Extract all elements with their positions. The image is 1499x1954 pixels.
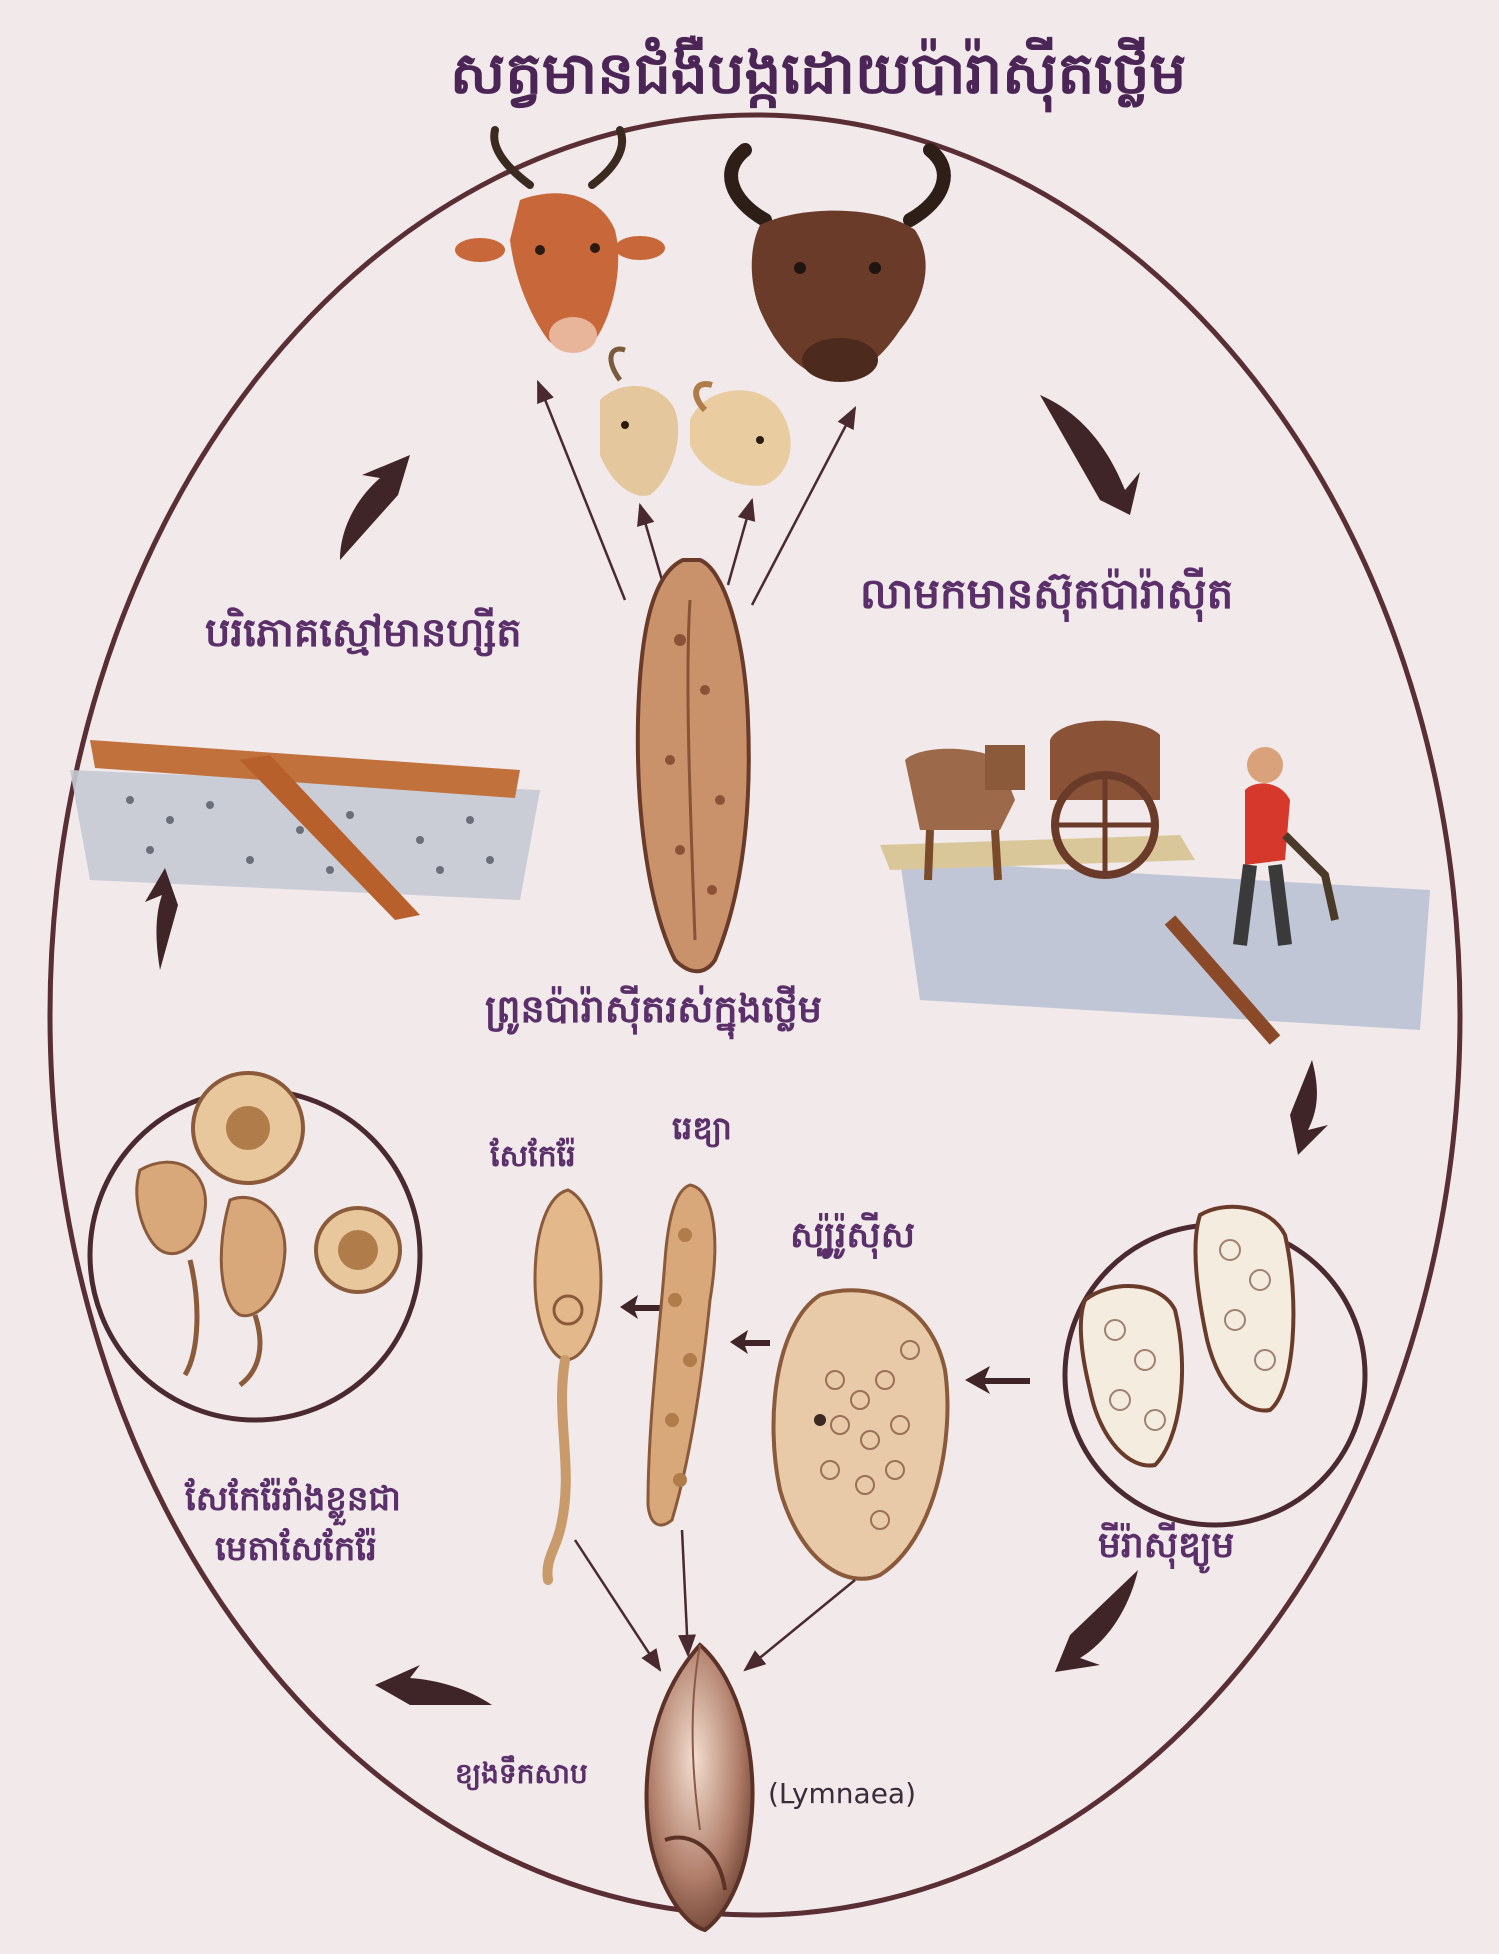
fluke-to-goat-arrow xyxy=(640,505,662,580)
grass-icon xyxy=(70,740,540,920)
label-eggs-in-feces: លាមកមានស៊ុតប៉ារ៉ាស៊ីត xyxy=(860,570,1233,618)
sheep-icon xyxy=(690,384,791,486)
label-sporocyst: ស្ប៉ូរ៉ូស៊ីស xyxy=(790,1215,915,1256)
cycle-arrow-4 xyxy=(375,1665,492,1705)
sporocyst-to-snail-arrow xyxy=(745,1580,855,1670)
flow-arrow-sporocyst-redia xyxy=(730,1330,770,1354)
flow-arrow-miracidium-sporocyst xyxy=(965,1366,1030,1394)
label-redia: រេឌ្យា xyxy=(672,1110,732,1147)
redia-icon xyxy=(648,1185,715,1525)
label-snail-host: ខ្យងទឹកសាប xyxy=(455,1758,588,1790)
field-scene xyxy=(880,835,1430,1040)
fluke-icon xyxy=(638,560,749,971)
label-cercaria: សែកែរ៉ែ xyxy=(490,1140,576,1175)
redia-to-snail-arrow xyxy=(682,1530,688,1655)
fluke-to-sheep-arrow xyxy=(728,500,752,585)
cercaria-icon xyxy=(535,1190,601,1580)
cow-icon xyxy=(455,130,665,353)
buffalo-icon xyxy=(731,150,944,382)
snail-icon xyxy=(647,1645,753,1930)
metacercaria-icon xyxy=(137,1073,400,1385)
label-grazing: បរិភោគស្មៅមានហ្សីត xyxy=(205,610,522,656)
cycle-arrow-2 xyxy=(1290,1060,1328,1155)
cycle-arrow-6 xyxy=(340,455,410,560)
flow-arrow-redia-cercaria xyxy=(620,1295,660,1319)
label-metacercaria-line2: មេតាសែកែរ៉ែ xyxy=(215,1530,377,1569)
diagram-title: សត្វមានជំងឺបង្កដោយប៉ារ៉ាស៊ីតថ្លើម xyxy=(450,40,1186,107)
label-metacercaria-line1: សែកែរ៉ែរាំងខ្លួនជា xyxy=(185,1480,401,1519)
sporocyst-icon xyxy=(773,1290,947,1578)
cercaria-to-snail-arrow xyxy=(575,1540,660,1670)
cycle-arrow-1 xyxy=(1040,395,1140,515)
goat-icon xyxy=(600,349,678,496)
label-adult-fluke: ព្រូនប៉ារ៉ាស៊ីតរស់ក្នុងថ្លើម xyxy=(485,988,822,1032)
label-snail-genus: (Lymnaea) xyxy=(768,1778,916,1810)
egg-icon xyxy=(1081,1207,1294,1466)
label-miracidium: មីរ៉ាស៊ីឌ្យូម xyxy=(1098,1525,1234,1566)
cycle-arrow-3 xyxy=(1055,1570,1138,1672)
